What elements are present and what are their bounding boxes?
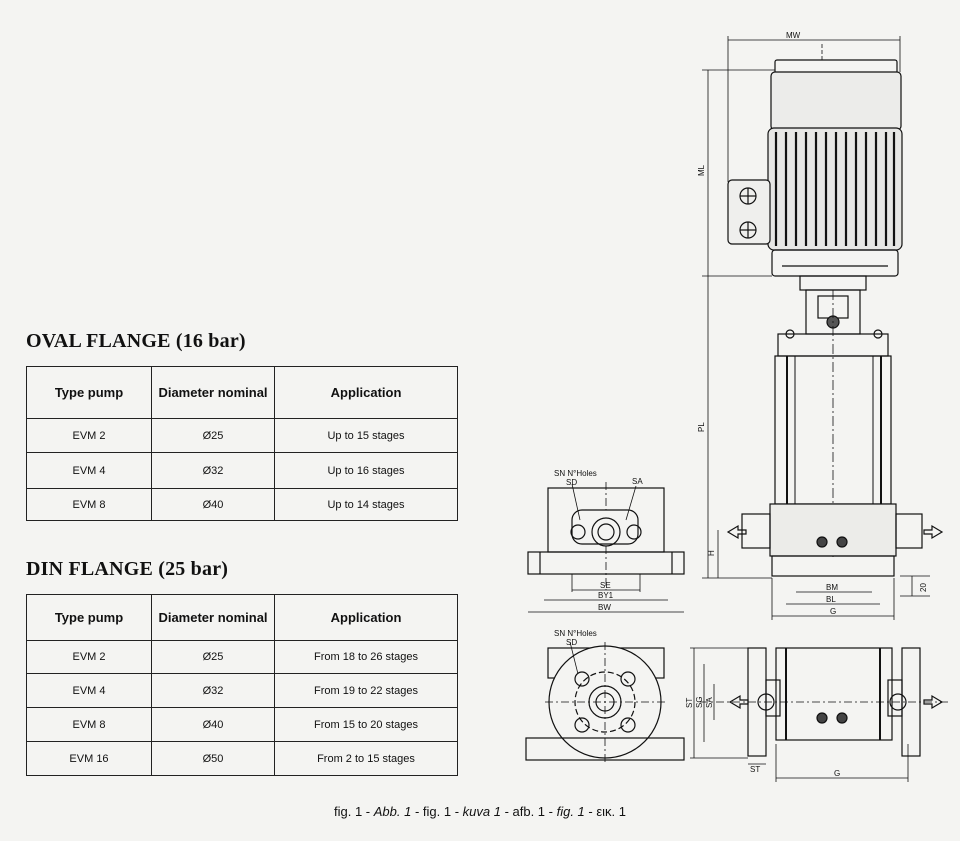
label-sd-din: SD — [566, 638, 577, 647]
label-st: ST — [685, 698, 694, 708]
table-row: EVM 4 Ø32 From 19 to 22 stages — [26, 673, 458, 708]
table-row: EVM 2 Ø25 Up to 15 stages — [26, 418, 458, 453]
cell-type-pump: EVM 4 — [26, 452, 152, 489]
caption-part-italic: fig. 1 — [556, 804, 585, 819]
cell-diameter: Ø50 — [151, 741, 275, 776]
cell-type-pump: EVM 2 — [26, 418, 152, 453]
cell-application: From 19 to 22 stages — [274, 673, 458, 708]
label-sg: SG — [695, 696, 704, 708]
figure-caption: fig. 1 - Abb. 1 - fig. 1 - kuva 1 - afb.… — [0, 804, 960, 819]
cell-diameter: Ø25 — [151, 640, 275, 674]
header-diameter-nominal: Diameter nominal — [151, 366, 275, 419]
label-g-bottom: G — [834, 769, 840, 778]
cell-type-pump: EVM 8 — [26, 488, 152, 521]
label-sa-side: SA — [705, 697, 714, 708]
table-header-row: Type pump Diameter nominal Application — [26, 594, 458, 641]
header-type-pump: Type pump — [26, 594, 152, 641]
label-bl: BL — [826, 595, 836, 604]
label-bw: BW — [598, 603, 611, 612]
cell-diameter: Ø32 — [151, 673, 275, 708]
cell-application: Up to 15 stages — [274, 418, 458, 453]
oval-flange-table: Type pump Diameter nominal Application E… — [26, 366, 458, 521]
table-row: EVM 8 Ø40 From 15 to 20 stages — [26, 707, 458, 742]
din-flange-table: Type pump Diameter nominal Application E… — [26, 594, 458, 776]
cell-application: From 18 to 26 stages — [274, 640, 458, 674]
cell-type-pump: EVM 8 — [26, 707, 152, 742]
label-g: G — [830, 607, 836, 616]
label-sd-oval: SD — [566, 478, 577, 487]
caption-part: - fig. 1 - — [411, 804, 463, 819]
cell-diameter: Ø40 — [151, 707, 275, 742]
header-diameter-nominal: Diameter nominal — [151, 594, 275, 641]
table-row: EVM 16 Ø50 From 2 to 15 stages — [26, 741, 458, 776]
header-type-pump: Type pump — [26, 366, 152, 419]
label-20: 20 — [919, 583, 928, 592]
cell-application: From 15 to 20 stages — [274, 707, 458, 742]
label-st-bottom: ST — [750, 765, 760, 774]
label-sn-holes-din: SN N°Holes — [554, 629, 597, 638]
caption-part-italic: Abb. 1 — [373, 804, 412, 819]
cell-diameter: Ø40 — [151, 488, 275, 521]
elevation-dimension-lines — [702, 36, 930, 620]
cell-application: Up to 14 stages — [274, 488, 458, 521]
table-row: EVM 2 Ø25 From 18 to 26 stages — [26, 640, 458, 674]
caption-part: - afb. 1 - — [500, 804, 557, 819]
caption-part: - εικ. 1 — [584, 804, 626, 819]
table-row: EVM 4 Ø32 Up to 16 stages — [26, 452, 458, 489]
cell-diameter: Ø32 — [151, 452, 275, 489]
pump-elevation-view — [726, 59, 944, 577]
label-sn-holes-oval: SN N°Holes — [554, 469, 597, 478]
cell-application: Up to 16 stages — [274, 452, 458, 489]
label-se: SE — [600, 581, 611, 590]
label-h: H — [707, 550, 716, 556]
din-flange-title: DIN FLANGE (25 bar) — [26, 558, 229, 580]
label-by1: BY1 — [598, 591, 614, 600]
cell-type-pump: EVM 16 — [26, 741, 152, 776]
table-row: EVM 8 Ø40 Up to 14 stages — [26, 488, 458, 521]
header-application: Application — [274, 594, 458, 641]
label-pl: PL — [697, 422, 706, 432]
cell-type-pump: EVM 4 — [26, 673, 152, 708]
table-header-row: Type pump Diameter nominal Application — [26, 366, 458, 419]
label-bm: BM — [826, 583, 838, 592]
pump-side-view — [690, 647, 950, 782]
caption-part: fig. 1 - — [334, 804, 374, 819]
din-flange-detail — [525, 641, 685, 762]
header-application: Application — [274, 366, 458, 419]
label-ml: ML — [697, 164, 706, 176]
oval-flange-title: OVAL FLANGE (16 bar) — [26, 330, 246, 352]
cell-diameter: Ø25 — [151, 418, 275, 453]
cell-type-pump: EVM 2 — [26, 640, 152, 674]
label-sa-oval: SA — [632, 477, 643, 486]
caption-part-italic: kuva 1 — [462, 804, 501, 819]
cell-application: From 2 to 15 stages — [274, 741, 458, 776]
label-mw: MW — [786, 31, 801, 40]
oval-flange-detail — [527, 482, 685, 613]
